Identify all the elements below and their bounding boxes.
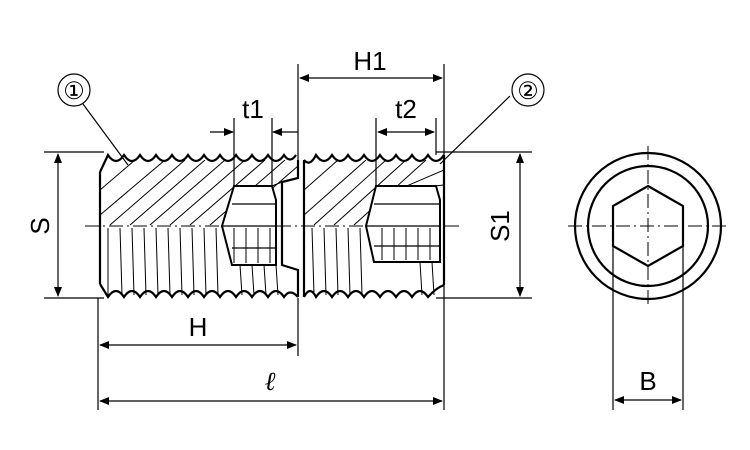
dim-label-s: S bbox=[25, 217, 55, 234]
screw-1-body bbox=[98, 152, 300, 300]
dim-label-t1: t1 bbox=[242, 94, 264, 124]
dim-label-t2: t2 bbox=[395, 94, 417, 124]
dim-label-h1: H1 bbox=[353, 46, 386, 76]
screw-2-top-thread bbox=[303, 152, 445, 164]
screw-1-bottom-thread bbox=[99, 283, 299, 300]
screw-2-bottom-thread bbox=[303, 283, 445, 300]
screw-1-top-thread bbox=[99, 152, 297, 173]
dim-label-b: B bbox=[639, 366, 656, 396]
dim-label-h: H bbox=[189, 312, 208, 342]
screw-1-hatching bbox=[100, 160, 298, 296]
dim-label-s1: S1 bbox=[485, 210, 515, 242]
screw-2-body bbox=[302, 152, 446, 300]
callout-1-label: ① bbox=[63, 78, 85, 105]
callout-2-label: ② bbox=[517, 78, 539, 105]
dim-label-length: ℓ bbox=[265, 367, 276, 397]
end-view bbox=[568, 146, 728, 306]
screw-2-hex-socket bbox=[364, 185, 441, 263]
dimension-lines bbox=[44, 64, 684, 410]
